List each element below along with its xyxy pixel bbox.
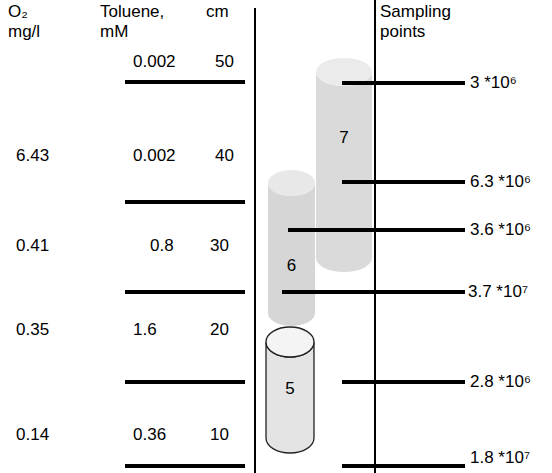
measurement-value: 0.14	[16, 425, 49, 445]
measurement-value: 0.36	[133, 425, 166, 445]
cell-count: 3.6 *10⁶	[470, 220, 531, 240]
measurement-value: 6.43	[16, 146, 49, 166]
sampling-axis	[374, 0, 376, 473]
sampling-bar	[342, 380, 465, 384]
sampling-bar	[342, 180, 465, 184]
cylinder-shape	[268, 170, 315, 326]
sampling-bar	[282, 290, 465, 294]
measurement-value: 0.002	[133, 146, 176, 166]
sampling-bar	[342, 464, 465, 468]
measurement-value: 0.41	[16, 236, 49, 256]
measurement-value: 10	[210, 425, 229, 445]
measurement-value: 50	[215, 52, 234, 72]
axis-heading: Sampling points	[380, 2, 464, 42]
measurement-value: 0.002	[133, 52, 176, 72]
sampling-bar	[342, 81, 465, 85]
cell-count: 3 *10⁶	[470, 73, 517, 93]
axis-heading: cm	[206, 2, 229, 22]
cylinder-number: 5	[266, 327, 314, 399]
depth-bar	[125, 200, 245, 204]
cylinder-body	[268, 183, 315, 326]
depth-bar	[125, 380, 245, 384]
cell-count: 1.8 *10⁷	[470, 448, 530, 468]
axis-heading: Toluene, mM	[100, 2, 178, 42]
cell-count: 3.7 *10⁷	[468, 282, 528, 302]
measurement-value: 1.6	[133, 320, 157, 340]
sample-cylinder: 7	[316, 58, 372, 272]
measurement-value: 0.35	[16, 320, 49, 340]
measurement-value: 20	[210, 320, 229, 340]
cylinder-body	[316, 72, 372, 272]
cylinder-top	[268, 170, 315, 196]
sample-cylinder: 5	[266, 327, 314, 453]
sampling-bar	[288, 228, 465, 232]
cell-count: 2.8 *10⁶	[470, 372, 531, 392]
measurement-value: 40	[215, 146, 234, 166]
cylinder-top	[266, 327, 314, 357]
depth-bar	[125, 290, 245, 294]
cylinder-number: 7	[316, 58, 372, 148]
cylinder-number: 6	[268, 170, 315, 276]
measurement-value: 30	[210, 236, 229, 256]
column-wall	[254, 8, 256, 473]
cylinder-top	[316, 58, 372, 86]
measurement-value: 0.8	[150, 236, 174, 256]
axis-heading: O₂ mg/l	[8, 2, 52, 42]
depth-bar	[125, 464, 245, 468]
depth-bar	[125, 80, 245, 84]
cell-count: 6.3 *10⁶	[470, 172, 531, 192]
depth-bars	[125, 80, 245, 468]
cylinder-shape	[316, 58, 372, 272]
sample-cylinder: 6	[268, 170, 315, 326]
